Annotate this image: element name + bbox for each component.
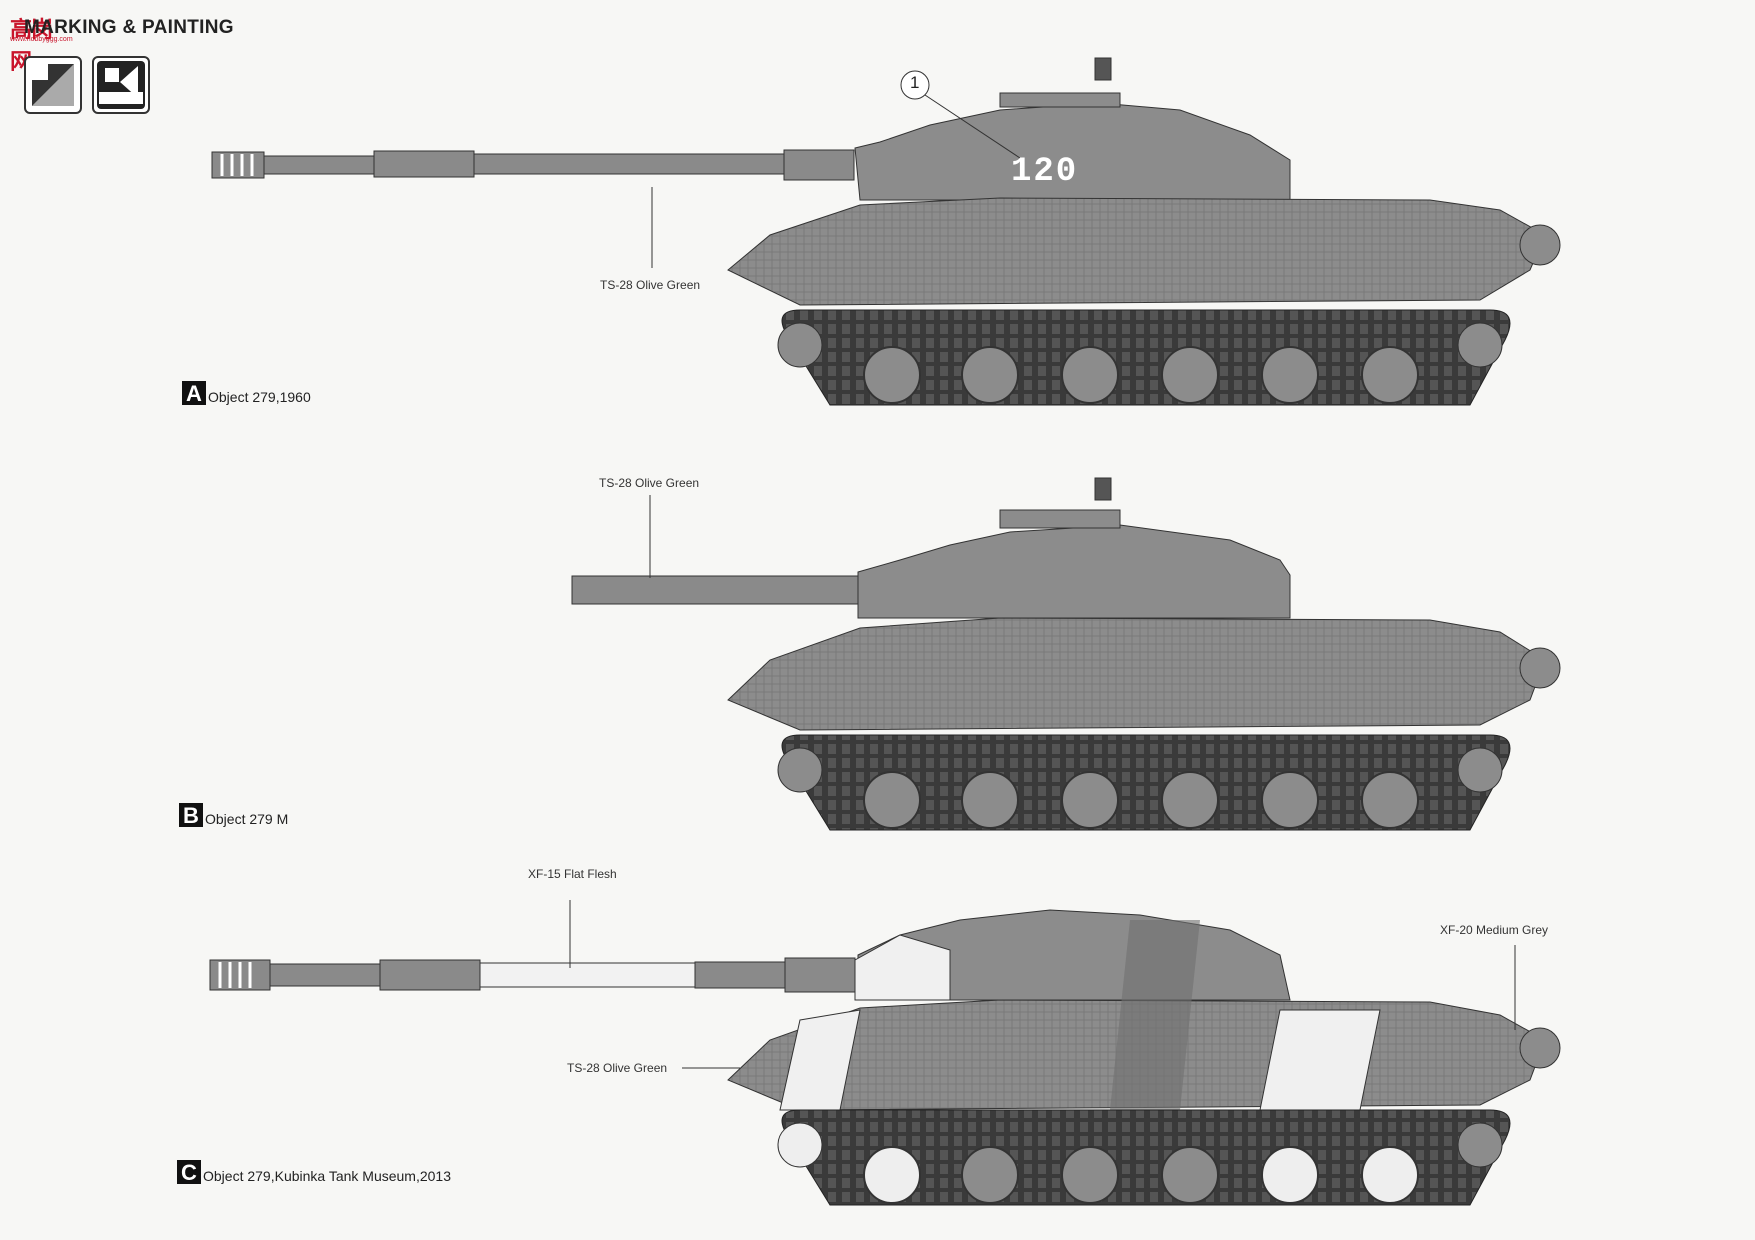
tank-c-callout-flat-flesh: XF-15 Flat Flesh	[528, 867, 617, 881]
page-title: MARKING & PAINTING	[24, 17, 234, 38]
tank-a-hull	[727, 197, 1546, 306]
profile-b-letter: B	[179, 803, 203, 828]
tank-a-number-marking: 120	[1011, 153, 1079, 191]
tank-a-callout-olive-green: TS-28 Olive Green	[600, 278, 701, 292]
tank-b	[571, 477, 1561, 831]
decal-application-icon	[92, 56, 150, 114]
profile-a-letter: A	[182, 381, 206, 406]
paint-finish-icon	[24, 56, 82, 114]
profile-a-caption: Object 279,1960	[208, 389, 311, 405]
tank-c-callout-olive-green: TS-28 Olive Green	[567, 1061, 668, 1075]
tank-b-turret	[857, 524, 1291, 619]
profile-c-caption: Object 279,Kubinka Tank Museum,2013	[203, 1168, 452, 1184]
profile-b-caption: Object 279 M	[205, 811, 289, 827]
tank-c-barrel-white	[479, 962, 696, 988]
decal-ref-number: 1	[910, 73, 920, 92]
decal-ref-circle	[900, 70, 930, 100]
tank-a	[211, 57, 1561, 406]
tank-c	[209, 900, 1561, 1206]
tank-c-callout-medium-grey: XF-20 Medium Grey	[1440, 923, 1549, 937]
profile-c-letter: C	[177, 1160, 201, 1185]
tank-b-hull	[727, 617, 1546, 731]
tank-a-barrel	[211, 149, 855, 181]
tank-b-barrel	[571, 575, 861, 605]
watermark-url: www.hobbyggg.com	[10, 36, 73, 43]
tank-c-white-band	[1259, 1009, 1381, 1111]
tank-b-callout-olive-green: TS-28 Olive Green	[599, 476, 700, 490]
